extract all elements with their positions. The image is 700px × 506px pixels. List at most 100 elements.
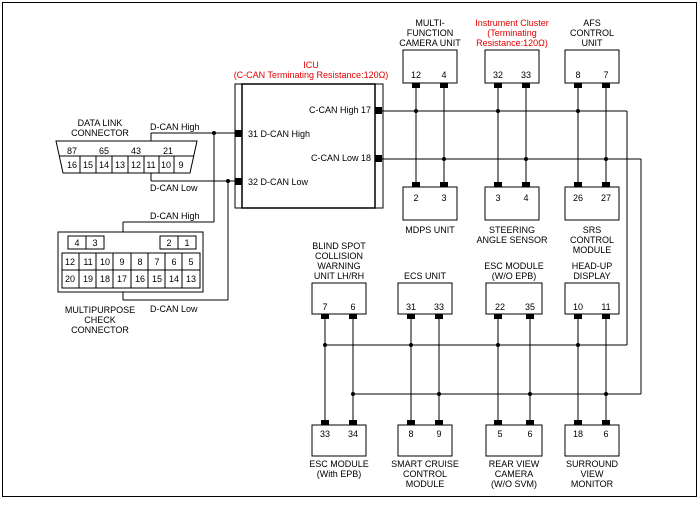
svg-text:WARNING: WARNING (317, 261, 360, 271)
svg-text:33: 33 (434, 302, 444, 312)
icu-pin-18 (375, 155, 382, 162)
svg-text:31: 31 (406, 302, 416, 312)
svg-text:10: 10 (161, 160, 171, 170)
svg-text:13: 13 (186, 274, 196, 284)
module-srs-control: 26 27 SRS CONTROL MODULE (564, 182, 620, 255)
icu-dcan-high-pin: 31 D-CAN High (248, 129, 310, 139)
svg-text:DISPLAY: DISPLAY (573, 271, 610, 281)
svg-text:VIEW: VIEW (580, 469, 604, 479)
svg-text:5: 5 (497, 429, 502, 439)
svg-text:19: 19 (83, 274, 93, 284)
svg-text:5: 5 (188, 257, 193, 267)
icu-pin-17 (375, 107, 382, 114)
svg-text:6: 6 (350, 302, 355, 312)
dlc-dcan-low-label: D-CAN Low (150, 183, 198, 193)
svg-text:AFS: AFS (583, 18, 601, 28)
svg-text:15: 15 (83, 160, 93, 170)
svg-text:ECS UNIT: ECS UNIT (404, 271, 447, 281)
svg-text:9: 9 (436, 429, 441, 439)
module-multifunction-camera: MULTI- FUNCTION CAMERA UNIT 12 4 (399, 18, 461, 88)
svg-text:27: 27 (601, 193, 611, 203)
svg-text:FUNCTION: FUNCTION (407, 28, 454, 38)
svg-text:3: 3 (495, 193, 500, 203)
svg-text:10: 10 (100, 257, 110, 267)
svg-text:12: 12 (411, 70, 421, 80)
svg-text:MULTI-: MULTI- (415, 18, 444, 28)
svg-text:11: 11 (146, 160, 155, 170)
svg-text:26: 26 (573, 193, 583, 203)
svg-text:33: 33 (320, 429, 330, 439)
svg-text:20: 20 (65, 274, 75, 284)
svg-text:8: 8 (408, 429, 413, 439)
svg-text:14: 14 (169, 274, 179, 284)
svg-text:3: 3 (441, 193, 446, 203)
svg-text:22: 22 (495, 302, 505, 312)
svg-text:87: 87 (67, 146, 77, 156)
svg-text:8: 8 (137, 257, 142, 267)
module-smart-cruise-control: 8 9 SMART CRUISE CONTROL MODULE (391, 420, 459, 489)
svg-text:CAMERA UNIT: CAMERA UNIT (399, 38, 461, 48)
svg-text:65: 65 (99, 146, 109, 156)
svg-text:32: 32 (493, 70, 503, 80)
svg-text:10: 10 (573, 302, 583, 312)
mpcc-dcan-low-label: D-CAN Low (150, 304, 198, 314)
dlc-title-2: CONNECTOR (71, 128, 129, 138)
dlc-dcan-high-label: D-CAN High (150, 122, 200, 132)
svg-text:CONTROL: CONTROL (570, 235, 614, 245)
svg-text:9: 9 (178, 160, 183, 170)
icu-pin-32 (235, 178, 242, 185)
svg-text:14: 14 (99, 160, 109, 170)
can-bus-wires (122, 88, 642, 420)
module-surround-view-monitor: 18 6 SURROUND VIEW MONITOR (564, 420, 620, 489)
svg-text:STEERING: STEERING (489, 225, 535, 235)
multipurpose-check-connector: D-CAN High D-CAN Low 4 3 2 1 12 11 10 9 … (57, 211, 204, 335)
svg-text:ESC MODULE: ESC MODULE (484, 261, 544, 271)
icu-box (241, 83, 376, 209)
svg-text:12: 12 (65, 257, 75, 267)
icu-can-low-pin: C-CAN Low 18 (311, 153, 371, 163)
svg-text:CONTROL: CONTROL (570, 28, 614, 38)
svg-text:18: 18 (573, 429, 583, 439)
diagram-frame (2, 2, 697, 497)
svg-text:(W/O EPB): (W/O EPB) (492, 271, 537, 281)
svg-text:MODULE: MODULE (406, 479, 445, 489)
svg-text:1: 1 (184, 238, 189, 248)
svg-text:11: 11 (601, 302, 610, 312)
svg-text:SRS: SRS (583, 225, 602, 235)
icu-pin-31 (235, 130, 242, 137)
svg-text:BLIND SPOT: BLIND SPOT (312, 241, 366, 251)
svg-text:2: 2 (413, 193, 418, 203)
module-steering-angle-sensor: 3 4 STEERING ANGLE SENSOR (476, 182, 548, 245)
dlc-title-1: DATA LINK (78, 118, 123, 128)
svg-text:15: 15 (152, 274, 162, 284)
svg-text:11: 11 (83, 257, 92, 267)
svg-text:4: 4 (523, 193, 528, 203)
svg-text:4: 4 (441, 70, 446, 80)
module-mdps: 2 3 MDPS UNIT (402, 182, 458, 235)
icu-subtitle: (C-CAN Terminating Resistance:120Ω) (234, 70, 389, 80)
svg-text:MONITOR: MONITOR (571, 479, 614, 489)
module-blind-spot-warning: BLIND SPOT COLLISION WARNING UNIT LH/RH … (311, 241, 367, 319)
svg-text:7: 7 (603, 70, 608, 80)
svg-text:8: 8 (575, 70, 580, 80)
data-link-connector: DATA LINK CONNECTOR 87 65 43 21 16 15 14… (55, 118, 200, 193)
module-esc-with-epb: 33 34 ESC MODULE (With EPB) (309, 420, 369, 479)
mpcc-title-3: CONNECTOR (71, 325, 129, 335)
svg-text:Instrument Cluster: Instrument Cluster (475, 18, 549, 28)
svg-text:6: 6 (603, 429, 608, 439)
icu-can-high-pin: C-CAN High 17 (309, 105, 371, 115)
module-ecs: ECS UNIT 31 33 (397, 271, 453, 319)
svg-text:ANGLE SENSOR: ANGLE SENSOR (476, 235, 548, 245)
svg-text:16: 16 (135, 274, 145, 284)
mpcc-title-2: CHECK (84, 315, 116, 325)
svg-text:43: 43 (131, 146, 141, 156)
mpcc-title-1: MULTIPURPOSE (65, 305, 135, 315)
svg-text:UNIT LH/RH: UNIT LH/RH (314, 271, 364, 281)
svg-text:34: 34 (348, 429, 358, 439)
module-rear-view-camera: 5 6 REAR VIEW CAMERA (W/O SVM) (485, 420, 543, 489)
svg-text:COLLISION: COLLISION (315, 251, 363, 261)
svg-text:6: 6 (171, 257, 176, 267)
svg-text:12: 12 (131, 160, 141, 170)
svg-text:2: 2 (166, 238, 171, 248)
